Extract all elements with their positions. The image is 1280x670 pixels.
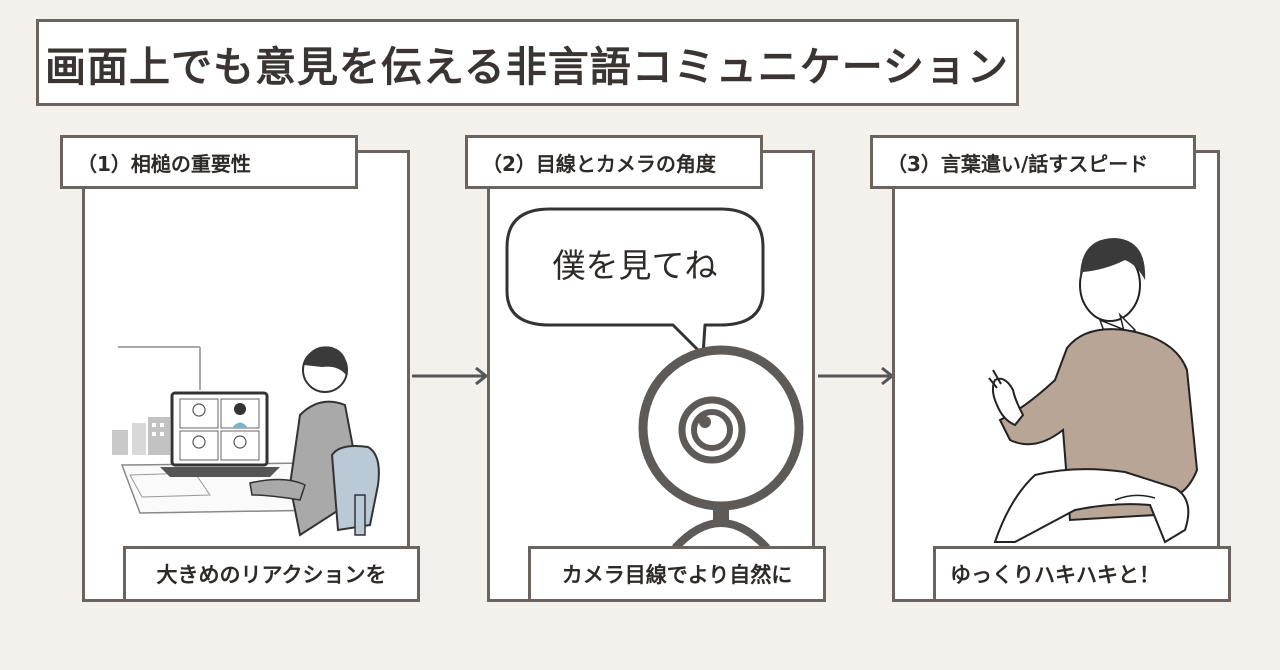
arrow-right-icon — [818, 366, 895, 386]
title-box: 画面上でも意見を伝える非言語コミュニケーション — [36, 19, 1019, 106]
page-title: 画面上でも意見を伝える非言語コミュニケーション — [45, 42, 1009, 91]
panel-3-caption: ゆっくりハキハキと！ — [933, 546, 1231, 602]
panel-1-label: （1）相槌の重要性 — [60, 135, 358, 189]
bubble-text: 僕を見てね — [553, 246, 718, 285]
panel-1-caption: 大きめのリアクションを — [123, 546, 420, 602]
webcam-icon — [638, 345, 804, 551]
arrow-right-icon — [412, 366, 489, 386]
speaking-man-icon — [988, 238, 1199, 544]
panel-3-label: （3）言葉遣い/話すスピード — [870, 135, 1196, 189]
panel-2-caption: カメラ目線でより自然に — [528, 546, 826, 602]
panel-2-label: （2）目線とカメラの角度 — [465, 135, 763, 189]
speech-bubble: 僕を見てね — [505, 207, 765, 357]
video-call-person-icon — [112, 346, 380, 537]
